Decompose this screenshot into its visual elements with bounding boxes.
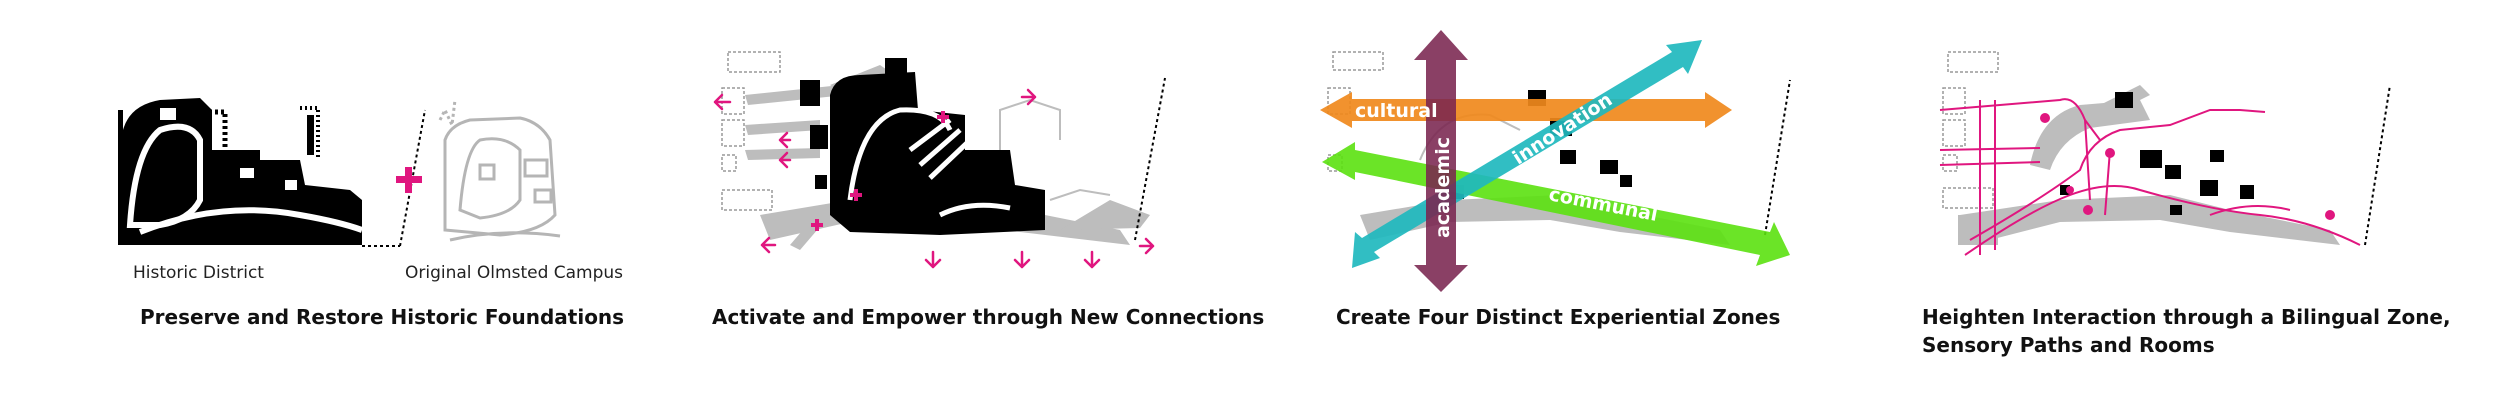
- olmsted-campus-plan: [438, 99, 561, 242]
- olmsted-campus-label: Original Olmsted Campus: [405, 263, 624, 283]
- panel-activate: Activate and Empower through New Connect…: [700, 0, 1264, 402]
- caption-interaction: Heighten Interaction through a Bilingual…: [1922, 303, 2451, 359]
- academic-zone-arrow: [1414, 30, 1468, 292]
- new-connections-diagram: [713, 51, 1166, 269]
- base-plan: [1327, 51, 1791, 245]
- caption-line: Sensory Paths and Rooms: [1922, 333, 2215, 357]
- plus-icon: [396, 167, 422, 193]
- historic-district-plan: [118, 98, 364, 245]
- academic-label: academic: [1432, 137, 1454, 238]
- cultural-label: cultural: [1355, 100, 1438, 122]
- black-buildings: [800, 58, 1045, 235]
- bilingual-zone-diagram: [1939, 51, 2391, 256]
- caption-zones: Create Four Distinct Experiential Zones: [1336, 303, 1780, 331]
- dashed-boxes: [721, 51, 781, 211]
- caption-preserve: Preserve and Restore Historic Foundation…: [140, 303, 624, 331]
- panel-interaction: Heighten Interaction through a Bilingual…: [1910, 0, 2470, 402]
- sensory-paths: [1939, 98, 2361, 256]
- connection-arrows: [713, 88, 1155, 269]
- campus-outline: [999, 98, 1111, 201]
- caption-activate: Activate and Empower through New Connect…: [712, 303, 1264, 331]
- caption-line: Activate and Empower through New Connect…: [712, 305, 1265, 329]
- caption-line: Preserve and Restore Historic Foundation…: [140, 305, 625, 329]
- cultural-zone-arrow: [1320, 92, 1732, 128]
- plus-icons: [811, 111, 949, 231]
- caption-line: Heighten Interaction through a Bilingual…: [1922, 305, 2451, 329]
- base-plan: [1942, 51, 2391, 246]
- panel-zones: cultural innovation communal academic Cr…: [1300, 0, 1860, 402]
- caption-line: Create Four Distinct Experiential Zones: [1336, 305, 1781, 329]
- historic-district-label: Historic District: [133, 263, 264, 283]
- sensory-rooms: [2040, 113, 2335, 220]
- experiential-zones-diagram: cultural innovation communal academic: [1320, 30, 1791, 292]
- panel-preserve: Historic District Original Olmsted Campu…: [100, 0, 640, 402]
- historic-foundations-diagram: [118, 98, 561, 247]
